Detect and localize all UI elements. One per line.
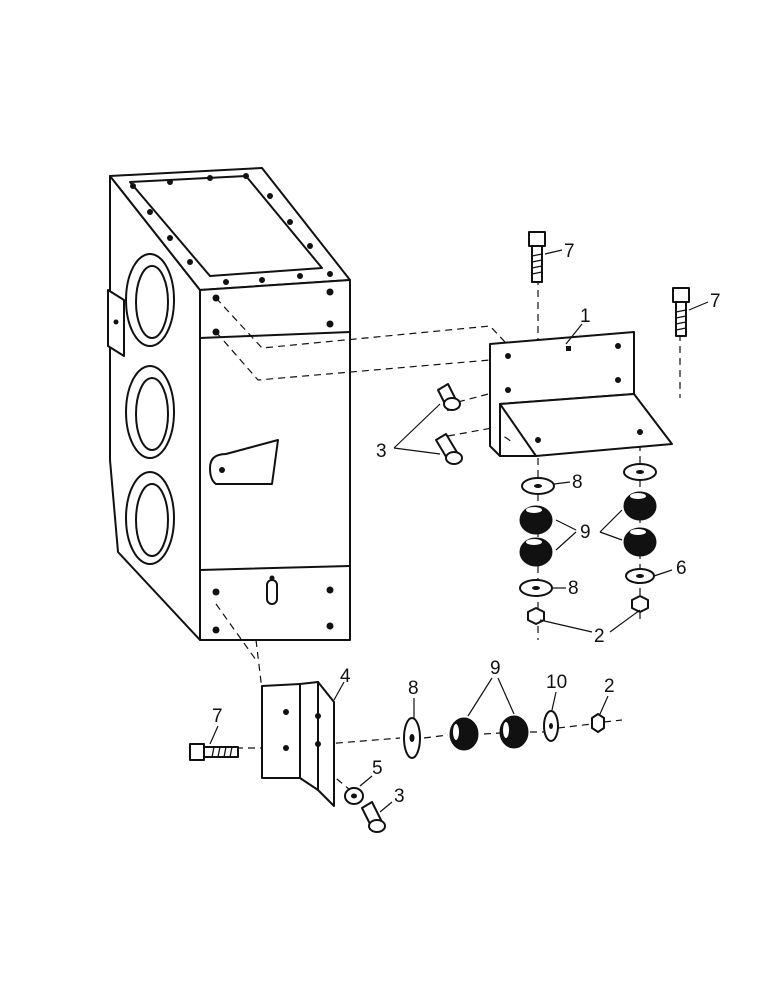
callout-10: 10: [546, 672, 567, 693]
callout-2-upper: 2: [594, 626, 605, 647]
washer-lower-left: [519, 579, 553, 597]
washer-upper-right: [623, 463, 657, 481]
mounting-bracket-upper: [489, 331, 673, 457]
callout-6: 6: [676, 558, 687, 579]
callout-3-lower: 3: [394, 786, 405, 807]
bearing-bore-lower: [125, 471, 175, 565]
callout-8-upper: 8: [572, 472, 583, 493]
callout-4: 4: [340, 666, 351, 687]
callout-5: 5: [372, 758, 383, 779]
washer-bracket-small: [344, 787, 364, 805]
hex-bolt-vertical-left: [528, 231, 546, 283]
front-boss: [209, 439, 279, 485]
callout-9-upper: 9: [580, 522, 591, 543]
rubber-mount-horizontal-right: [499, 715, 529, 749]
callout-7-top: 7: [564, 241, 575, 262]
leader-lines: [209, 249, 709, 813]
bearing-bore-upper: [125, 253, 175, 347]
short-bolt-upper: [437, 383, 461, 411]
rubber-mount-upper-left: [519, 505, 553, 535]
callout-8-lower: 8: [568, 578, 579, 599]
callout-7-right: 7: [710, 291, 721, 312]
callout-1: 1: [580, 306, 591, 327]
hex-bolt-vertical-right: [672, 287, 690, 337]
callout-labels: 7 7 1 3 8 9 8 6 2 4 7 8 9 10 2 5 3: [212, 241, 721, 807]
callout-7-lower: 7: [212, 706, 223, 727]
rubber-mount-mid-left: [519, 537, 553, 567]
nut-left: [527, 607, 545, 625]
rubber-mount-mid-right: [623, 527, 657, 557]
gearbox-housing: [107, 167, 351, 641]
washer-horizontal: [403, 717, 421, 759]
flange-bolt-holes: [130, 173, 334, 634]
bearing-bore-middle: [125, 365, 175, 459]
callout-8-horizontal: 8: [408, 678, 419, 699]
callout-2-lower: 2: [604, 676, 615, 697]
hex-bolt-horizontal: [189, 743, 239, 761]
washer-upper-left: [521, 477, 555, 495]
washer-lower-right: [625, 568, 655, 584]
nut-right: [631, 595, 649, 613]
rubber-mount-upper-right: [623, 491, 657, 521]
washer-horizontal-small: [543, 710, 559, 742]
nut-horizontal: [591, 713, 605, 733]
short-bolt-lower: [435, 433, 463, 465]
mounting-bracket-lower: [261, 681, 335, 807]
rubber-mount-horizontal-left: [449, 717, 479, 751]
short-bolt-bracket: [361, 801, 386, 833]
callout-9-lower: 9: [490, 658, 501, 679]
callout-3-upper: 3: [376, 441, 387, 462]
